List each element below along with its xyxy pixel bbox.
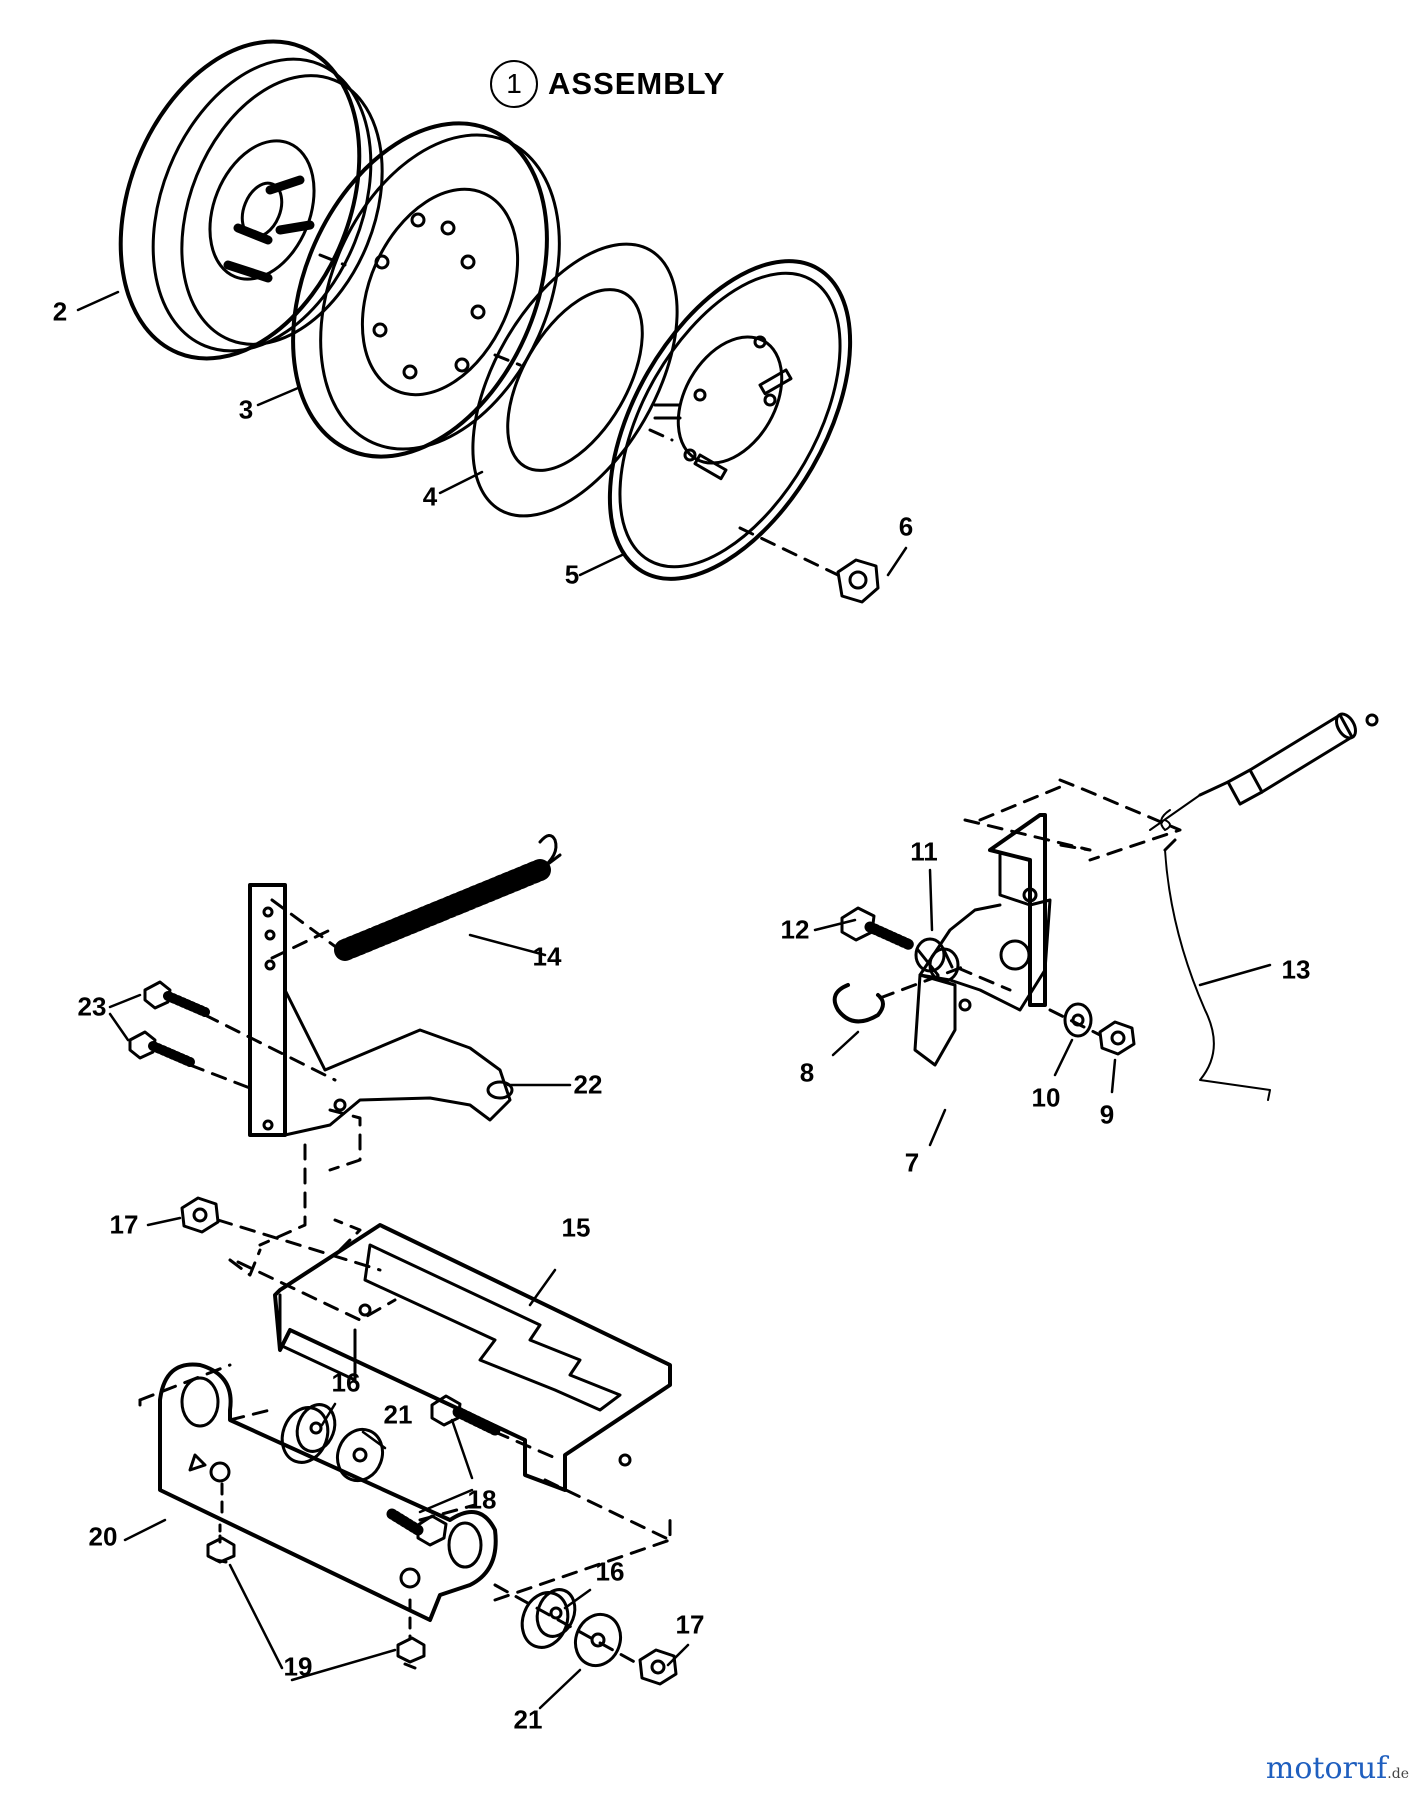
callout-20: 20	[88, 1521, 118, 1552]
callout-13: 13	[1281, 954, 1311, 985]
part-17-nut-bottom	[638, 1648, 678, 1686]
callout-14: 14	[532, 941, 562, 972]
guide-line-17-top	[216, 1218, 382, 1272]
part-16-bushing-top	[280, 1403, 337, 1464]
part-17-nut-top	[180, 1196, 220, 1234]
guide-line-8	[878, 963, 970, 1000]
part-8-clip	[832, 983, 885, 1024]
callout-17-top: 17	[109, 1209, 139, 1240]
part-12-bolt	[840, 906, 916, 951]
callout-7: 7	[904, 1147, 920, 1178]
part-22-pedal-bracket	[248, 883, 514, 1137]
callout-8: 8	[799, 1057, 815, 1088]
leader-lines	[76, 290, 1272, 1710]
watermark-tld: .de	[1387, 1766, 1409, 1782]
callout-2: 2	[52, 296, 68, 327]
callout-12: 12	[780, 914, 810, 945]
guide-line-2-3	[318, 253, 347, 267]
assembly-title: ASSEMBLY	[548, 66, 726, 101]
guide-line-5-6	[738, 526, 840, 577]
callout-5: 5	[564, 559, 580, 590]
callout-16-bottom: 16	[595, 1556, 625, 1587]
callout-9: 9	[1099, 1099, 1115, 1130]
callout-11: 11	[910, 836, 938, 867]
callout-19: 19	[283, 1651, 313, 1682]
watermark: motoruf.de	[1266, 1751, 1409, 1786]
part-4-friction-disc	[471, 242, 679, 518]
part-23-bolts	[128, 980, 210, 1067]
part-13-cable-pin	[1149, 712, 1379, 1101]
guide-line-4-5	[648, 428, 674, 442]
guide-line-23b	[188, 1063, 257, 1092]
guide-line-17-bottom	[493, 1583, 642, 1667]
part-7-brake-lever	[913, 813, 1052, 1067]
callout-21-top: 21	[383, 1399, 413, 1430]
part-3-brake-drum	[291, 121, 561, 459]
assembly-number-circle: 1	[490, 60, 538, 108]
part-6-flange-nut	[836, 558, 880, 604]
callout-23: 23	[77, 991, 107, 1022]
part-20-lower-bracket	[158, 1362, 498, 1622]
guide-line-3-4	[493, 353, 522, 367]
part-5-backing-plate	[607, 259, 853, 581]
watermark-brand: motoruf	[1265, 1751, 1388, 1786]
part-18-bolts	[386, 1394, 501, 1547]
guide-line-23a	[203, 1013, 337, 1082]
guide-line-18	[493, 1430, 562, 1462]
guide-line-11-7	[956, 966, 1012, 992]
part-11-spacer	[914, 937, 960, 983]
part-15-mounting-bracket	[273, 1223, 672, 1492]
callout-4: 4	[422, 481, 438, 512]
part-10-washer	[1063, 1002, 1093, 1038]
callout-6: 6	[898, 511, 914, 542]
part-21-washer-top	[335, 1427, 385, 1483]
title: 1 ASSEMBLY	[490, 60, 725, 108]
callout-22: 22	[573, 1069, 603, 1100]
callout-15: 15	[561, 1212, 591, 1243]
callout-10: 10	[1031, 1082, 1061, 1113]
part-14-spring	[334, 834, 562, 961]
callout-21-bottom: 21	[513, 1704, 543, 1735]
part-2-pulley-hub	[118, 39, 384, 361]
part-21-washer-bottom	[573, 1612, 623, 1668]
part-9-nut	[1098, 1020, 1136, 1056]
guide-line-9-10	[1048, 1008, 1102, 1037]
callout-16-top: 16	[331, 1367, 361, 1398]
part-16-bushing-bottom	[520, 1588, 577, 1649]
callout-18: 18	[467, 1484, 497, 1515]
callout-3: 3	[238, 394, 254, 425]
part-19-screws	[206, 1482, 426, 1670]
callout-17-bottom: 17	[675, 1609, 705, 1640]
